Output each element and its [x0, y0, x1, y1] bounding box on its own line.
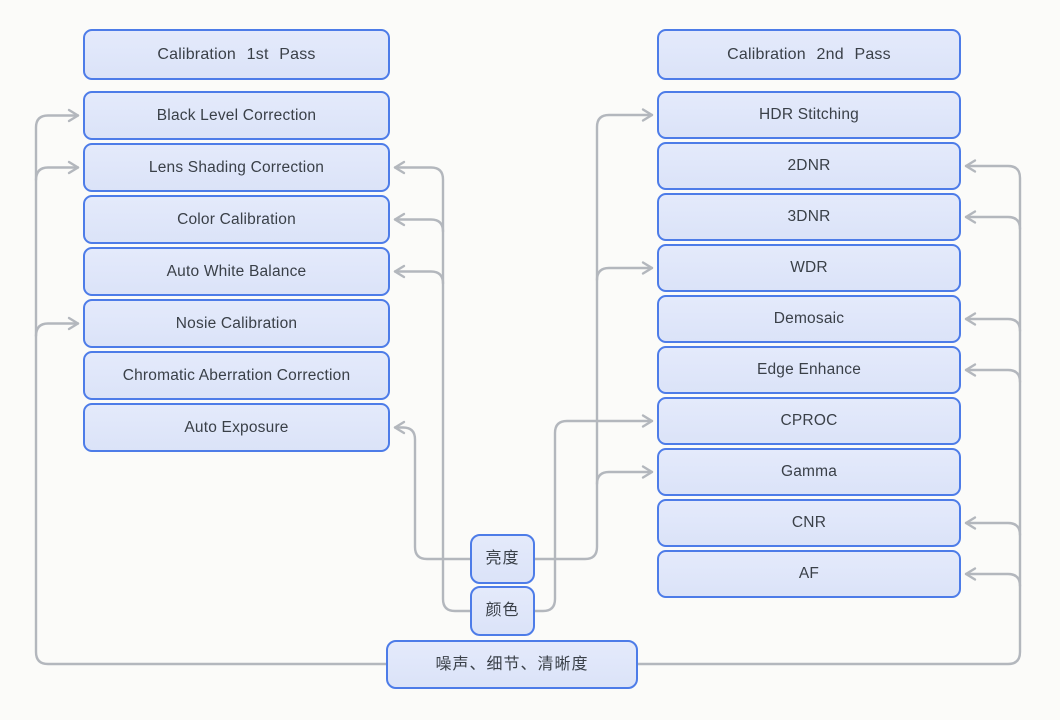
connector-brightness-to-gamma: [595, 465, 654, 486]
connector-noise-to-3dnr: [964, 210, 1022, 231]
connector-color-to-color-calibration: [393, 212, 445, 233]
connector-noise-to-nosie-calibration: [34, 316, 80, 338]
node-lens-shading-correction: Lens Shading Correction: [83, 143, 390, 192]
node-chromatic-aberration-correction: Chromatic Aberration Correction: [83, 351, 390, 400]
node-cproc: CPROC: [657, 397, 961, 445]
connector-noise-to-2dnr: [636, 159, 1022, 666]
connector-noise-to-cnr: [964, 516, 1022, 537]
node-edge-enhance: Edge Enhance: [657, 346, 961, 394]
node-auto-exposure: Auto Exposure: [83, 403, 390, 452]
node-wdr: WDR: [657, 244, 961, 292]
header-calibration-1st-pass: Calibration 1st Pass: [83, 29, 390, 80]
node-color-calibration: Color Calibration: [83, 195, 390, 244]
node-color: 颜色: [470, 586, 535, 636]
node-hdr-stitching: HDR Stitching: [657, 91, 961, 139]
node-gamma: Gamma: [657, 448, 961, 496]
node-brightness: 亮度: [470, 534, 535, 584]
node-noise-detail-sharpness: 噪声、细节、清晰度: [386, 640, 638, 689]
connector-color-to-auto-white-balance: [393, 264, 445, 285]
node-cnr: CNR: [657, 499, 961, 547]
node-af: AF: [657, 550, 961, 598]
node-auto-white-balance: Auto White Balance: [83, 247, 390, 296]
connector-noise-to-af: [964, 567, 1022, 588]
node-3dnr: 3DNR: [657, 193, 961, 241]
node-black-level-correction: Black Level Correction: [83, 91, 390, 140]
node-2dnr: 2DNR: [657, 142, 961, 190]
node-demosaic: Demosaic: [657, 295, 961, 343]
connector-color-to-cproc: [533, 414, 654, 613]
connector-noise-to-lens-shading: [34, 160, 80, 182]
header-calibration-2nd-pass: Calibration 2nd Pass: [657, 29, 961, 80]
connector-noise-to-demosaic: [964, 312, 1022, 333]
node-nosie-calibration: Nosie Calibration: [83, 299, 390, 348]
connector-noise-to-edge-enhance: [964, 363, 1022, 384]
connector-brightness-to-hdr-stitching: [533, 108, 654, 561]
connector-brightness-to-wdr: [595, 261, 654, 282]
connector-noise-to-black-level: [34, 108, 388, 666]
connector-brightness-to-auto-exposure: [393, 420, 472, 561]
connector-color-to-lens-shading: [393, 160, 472, 613]
